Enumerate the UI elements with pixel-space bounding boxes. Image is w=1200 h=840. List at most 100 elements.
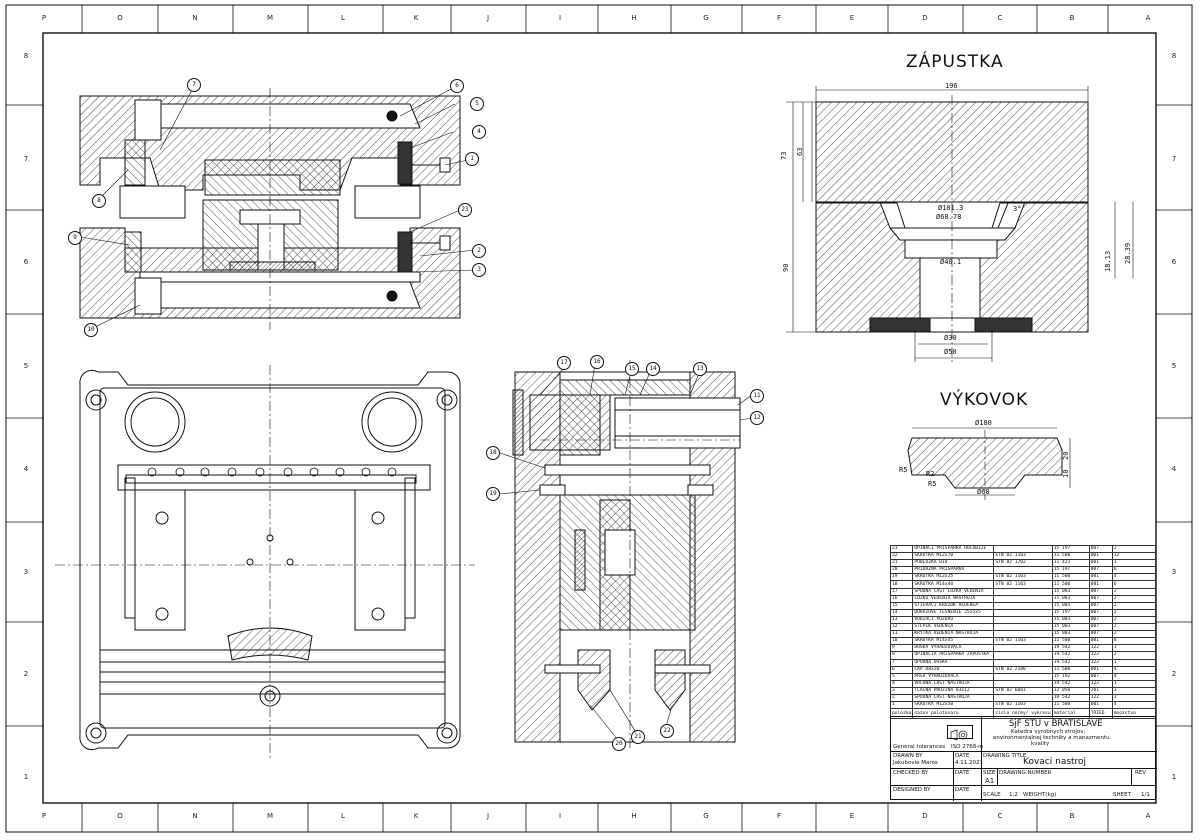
bom-cell: 2 [1111,587,1157,596]
zone-bottom-K: K [413,812,419,820]
bom-cell: 4 [889,679,914,688]
balloon-16: 16 [590,355,604,369]
zone-bottom-A: A [1145,812,1151,820]
bom-cell: 14 [889,608,914,617]
bom-cell: 2 [1111,594,1157,603]
bom-cell: 122 [1088,644,1113,653]
drawn-by-label: DRAWN BY [893,753,923,759]
die-angle-dim: 3° [1013,205,1022,213]
bom-cell: 2 [889,693,914,703]
bom-cell: 11 500 [1051,573,1090,582]
zone-left-2: 2 [23,670,29,678]
die-h18-dim: 18.13 [1104,250,1112,272]
bom-cell [993,658,1053,667]
forging-d180-dim: Ø180 [975,419,992,427]
bom-cell: 7 [889,658,914,667]
bom-cell: 007 [1088,623,1113,632]
forging-r5a-dim: R5 [899,466,908,474]
bom-header-item: polozka [889,708,914,720]
balloon-20: 20 [612,737,626,751]
bom-cell: 007 [1088,630,1113,639]
zone-right-6: 6 [1171,258,1177,266]
zone-top-L: L [341,14,345,22]
zone-left-8: 8 [23,52,29,60]
bom-cell: STN 02 1103 [993,580,1053,589]
zone-top-O: O [117,14,123,22]
bom-cell: 11 500 [1051,580,1090,589]
balloon-12: 12 [750,411,764,425]
bom-cell: 15 003 [1051,615,1090,625]
bom-cell: 11 500 [1051,665,1090,674]
bom-cell: 122 [1088,651,1113,660]
die-d50-dim: Ø50 [944,348,957,356]
bom-cell: SPODNA CAST LOZKA VEDENIA [912,587,995,596]
zone-right-8: 8 [1171,52,1177,60]
forging-section-view [907,427,1071,500]
bom-cell: 001 [1088,637,1113,646]
die-width-dim: 196 [945,82,958,90]
bom-cell: PRSA VYHADZOVACA [912,672,995,681]
bom-cell: 2 [1111,630,1157,639]
zone-bottom-H: H [631,812,637,820]
bom-cell: STN 02 1103 [993,552,1053,561]
bom-cell: 17 [889,587,914,596]
bom-cell [993,644,1053,653]
balloon-3: 3 [472,263,486,277]
bom-cell: SKRUTKA M12x70 [912,552,995,561]
bom-cell: 12 050 [1051,686,1090,695]
balloon-23: 23 [458,203,472,217]
designed-by-label: DESIGNED BY [893,787,931,793]
date-label-2: DATE [955,770,970,776]
bom-cell: 007 [1088,608,1113,617]
bom-cell: 2 [1111,623,1157,632]
bom-cell: 2 [1111,615,1157,625]
date-label: DATE [955,753,970,759]
zone-top-K: K [413,14,419,22]
bom-cell [993,566,1053,575]
bom-cell: 19 542 [1051,679,1090,688]
die-d40-dim: Ø40.1 [940,258,962,266]
bom-cell: 2 [1111,544,1157,554]
zone-right-3: 3 [1171,568,1177,576]
bom-cell: 19 542 [1051,693,1090,703]
bom-cell: 11 500 [1051,701,1090,710]
bom-cell: 122 [1088,658,1113,667]
bom-cell [993,679,1053,688]
tolerance-standard: ISO 2768-m [951,744,984,750]
bom-cell: 8 [1111,637,1157,646]
zone-bottom-P: P [41,812,47,820]
bom-cell: 001 [1088,580,1113,589]
forging-d60-dim: Ø60 [977,488,990,496]
zone-top-M: M [266,14,274,22]
bom-cell: 2 [1111,651,1157,660]
date-label-3: DATE [955,787,970,793]
die-d101-dim: Ø101.3 [938,204,964,212]
bom-cell: STN 02 1103 [993,701,1053,710]
bom-cell: 007 [1088,672,1113,681]
die-h28-dim: 28.39 [1124,242,1132,264]
balloon-17: 17 [557,356,571,370]
bom-cell: 18 [889,580,914,589]
zone-top-H: H [631,14,637,22]
bom-cell: 4 [1111,665,1157,674]
scale-label: SCALE [983,792,1001,798]
bom-cell: 007 [1088,587,1113,596]
bom-cell: 007 [1088,544,1113,554]
sheet-label: SHEET [1113,792,1131,798]
bom-cell: 6 [1111,566,1157,575]
bom-cell: STIERACI KRUZOK VEDENIA [912,601,995,610]
bom-cell: 007 [1088,601,1113,610]
bom-cell: 001 [1088,573,1113,582]
bom-cell: 1 [1111,686,1157,695]
checked-by-label: CHECKED BY [893,770,929,776]
zone-top-F: F [776,14,782,22]
bom-cell: STN 02 1702 [993,559,1053,568]
